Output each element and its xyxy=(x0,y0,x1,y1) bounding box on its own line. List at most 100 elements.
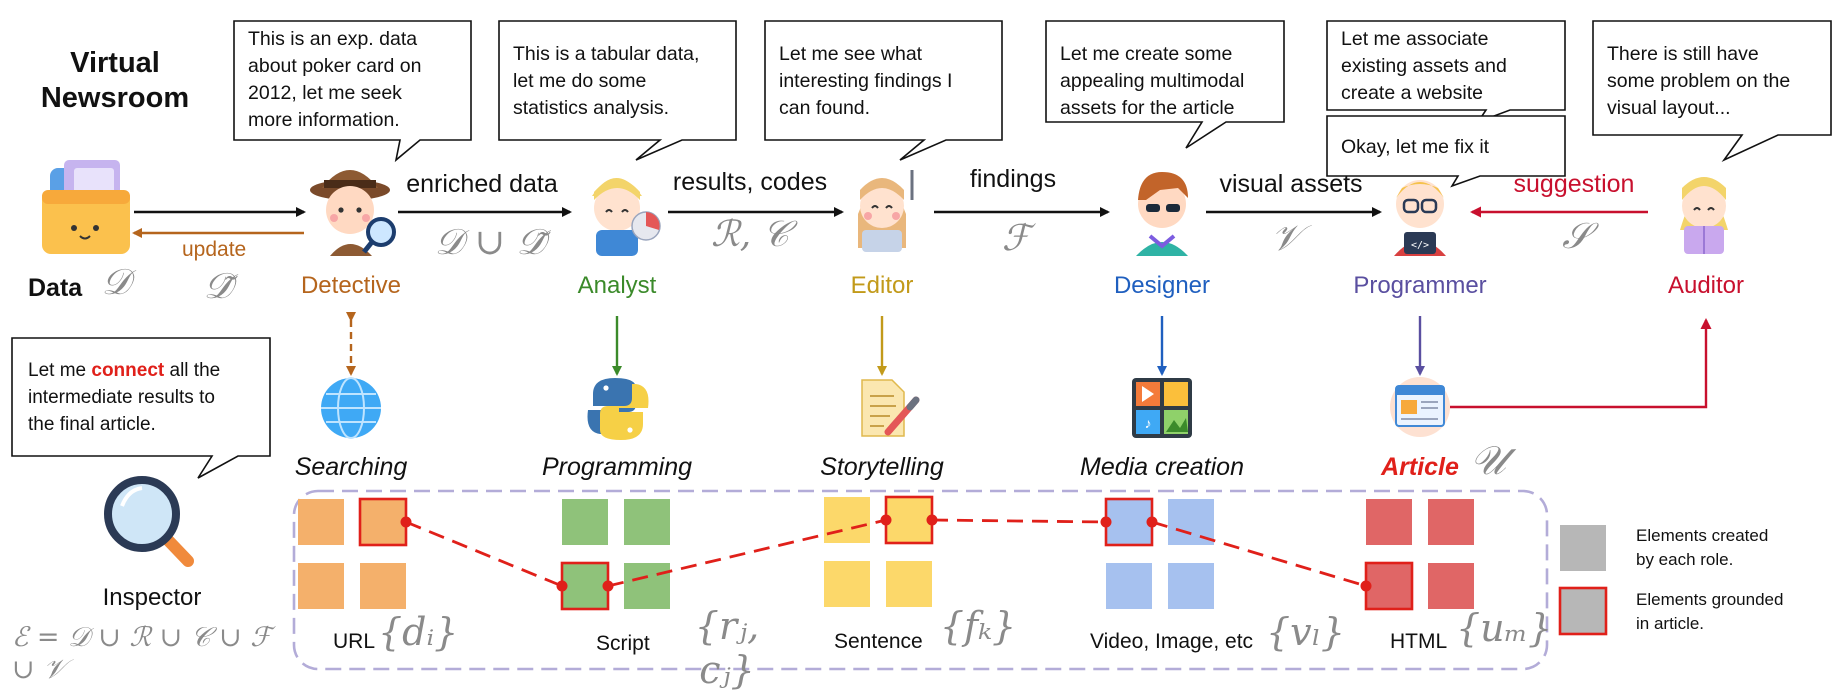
grounding-dots xyxy=(400,514,1372,592)
media-symbol: {vₗ} xyxy=(1266,610,1346,654)
grounding-chain xyxy=(405,518,1367,588)
url-square xyxy=(298,563,344,609)
programmer-fix-bubble xyxy=(1326,115,1566,188)
legend-created-swatch xyxy=(1560,525,1606,571)
data-symbol: 𝒟 xyxy=(101,262,131,303)
html-label: HTML xyxy=(1390,630,1448,653)
role-programmer: Programmer xyxy=(1353,272,1487,299)
html-square-grounded xyxy=(1364,561,1414,611)
media-square xyxy=(1168,563,1214,609)
sentence-square xyxy=(824,497,870,543)
role-auditor: Auditor xyxy=(1667,272,1745,299)
update-label: update xyxy=(182,238,247,261)
speech-bubbles xyxy=(11,20,1832,479)
sentence-symbol: {fₖ} xyxy=(939,604,1017,648)
document-pen-icon xyxy=(861,379,920,437)
analyst-bubble xyxy=(498,20,737,161)
programmer-avatar-icon: </> xyxy=(1394,180,1446,256)
programmer-fix-bubble-text: Okay, let me fix it xyxy=(1341,136,1490,158)
stage-media-creation: Media creation xyxy=(1080,453,1244,481)
editor-avatar-icon xyxy=(858,170,914,252)
tool-arrows xyxy=(346,312,1712,409)
globe-icon xyxy=(321,377,381,439)
html-symbol: {uₘ} xyxy=(1456,606,1553,650)
designer-bubble xyxy=(1045,20,1285,149)
inspector-bubble xyxy=(11,337,271,479)
media-grid-icon: ♪ xyxy=(1132,378,1192,438)
role-detective: Detective xyxy=(300,272,402,299)
inspector-formula: ℰ = 𝒟 ∪ ℛ ∪ 𝒞 ∪ ℱ ∪ 𝒱 xyxy=(12,622,272,685)
magnifier-icon xyxy=(104,476,194,567)
inspector-bubble-text: Let me connect all the intermediate resu… xyxy=(28,360,221,435)
data-label: Data xyxy=(28,274,83,302)
stage-searching: Searching xyxy=(294,453,408,481)
stage-programming: Programming xyxy=(541,453,693,481)
title-line2: Newsroom xyxy=(40,82,190,114)
script-square xyxy=(624,563,670,609)
script-square xyxy=(624,499,670,545)
analyst-avatar-icon xyxy=(592,178,661,256)
suggestion-label: suggestion xyxy=(1513,170,1635,198)
stage-article: Article xyxy=(1381,453,1459,481)
visual-assets-label: visual assets xyxy=(1219,170,1363,198)
svg-text:</>: </> xyxy=(1411,240,1429,251)
suggestion-symbol: 𝒮 xyxy=(1562,216,1590,257)
script-square xyxy=(562,499,608,545)
script-square-grounded xyxy=(560,561,610,611)
results-codes-symbol: ℛ, 𝒞 xyxy=(711,214,789,255)
html-square xyxy=(1428,499,1474,545)
update-symbol: 𝒟̃ xyxy=(203,266,233,307)
connect-highlight: connect xyxy=(91,360,165,381)
auditor-bubble xyxy=(1592,20,1832,163)
results-codes-label: results, codes xyxy=(672,168,828,196)
editor-bubble xyxy=(764,20,1003,161)
sentence-label: Sentence xyxy=(834,630,923,653)
analyst-bubble-text: This is a tabular data,let me do some st… xyxy=(513,43,700,119)
sentence-square xyxy=(824,561,870,607)
sentence-square xyxy=(886,561,932,607)
role-editor: Editor xyxy=(850,272,914,299)
media-square-grounded xyxy=(1104,497,1154,547)
designer-avatar-icon xyxy=(1136,172,1188,256)
python-icon xyxy=(587,378,649,440)
legend xyxy=(1558,525,1608,636)
element-squares xyxy=(298,495,1474,611)
webpage-icon xyxy=(1390,377,1450,437)
url-symbol: {dᵢ} xyxy=(378,610,459,654)
legend-grounded-swatch xyxy=(1558,586,1608,636)
detective-bubble xyxy=(233,20,472,163)
visual-assets-symbol: 𝒱 xyxy=(1271,218,1301,259)
folder-icon xyxy=(42,160,130,254)
detective-avatar-icon xyxy=(310,170,396,256)
url-square xyxy=(360,563,406,609)
svg-text:♪: ♪ xyxy=(1145,415,1152,431)
stage-storytelling: Storytelling xyxy=(820,453,944,481)
article-to-auditor-arrow xyxy=(1450,318,1712,409)
role-inspector: Inspector xyxy=(102,584,202,611)
media-square xyxy=(1106,563,1152,609)
html-square xyxy=(1428,563,1474,609)
role-designer: Designer xyxy=(1113,272,1211,299)
script-symbol: {rⱼ, cⱼ} xyxy=(694,604,760,692)
role-analyst: Analyst xyxy=(577,272,657,299)
media-label: Video, Image, etc xyxy=(1090,630,1254,653)
script-label: Script xyxy=(596,632,650,655)
article-symbol: 𝒰 xyxy=(1470,438,1506,484)
sentence-square-grounded xyxy=(884,495,934,545)
findings-symbol: ℱ xyxy=(1001,218,1031,259)
pipeline-arrows xyxy=(132,206,1648,238)
findings-label: findings xyxy=(969,165,1057,193)
auditor-avatar-icon xyxy=(1680,177,1728,254)
title-line1: Virtual xyxy=(70,47,160,79)
enriched-data-label: enriched data xyxy=(406,170,558,198)
html-square xyxy=(1366,499,1412,545)
url-label: URL xyxy=(333,630,376,653)
url-square xyxy=(298,499,344,545)
